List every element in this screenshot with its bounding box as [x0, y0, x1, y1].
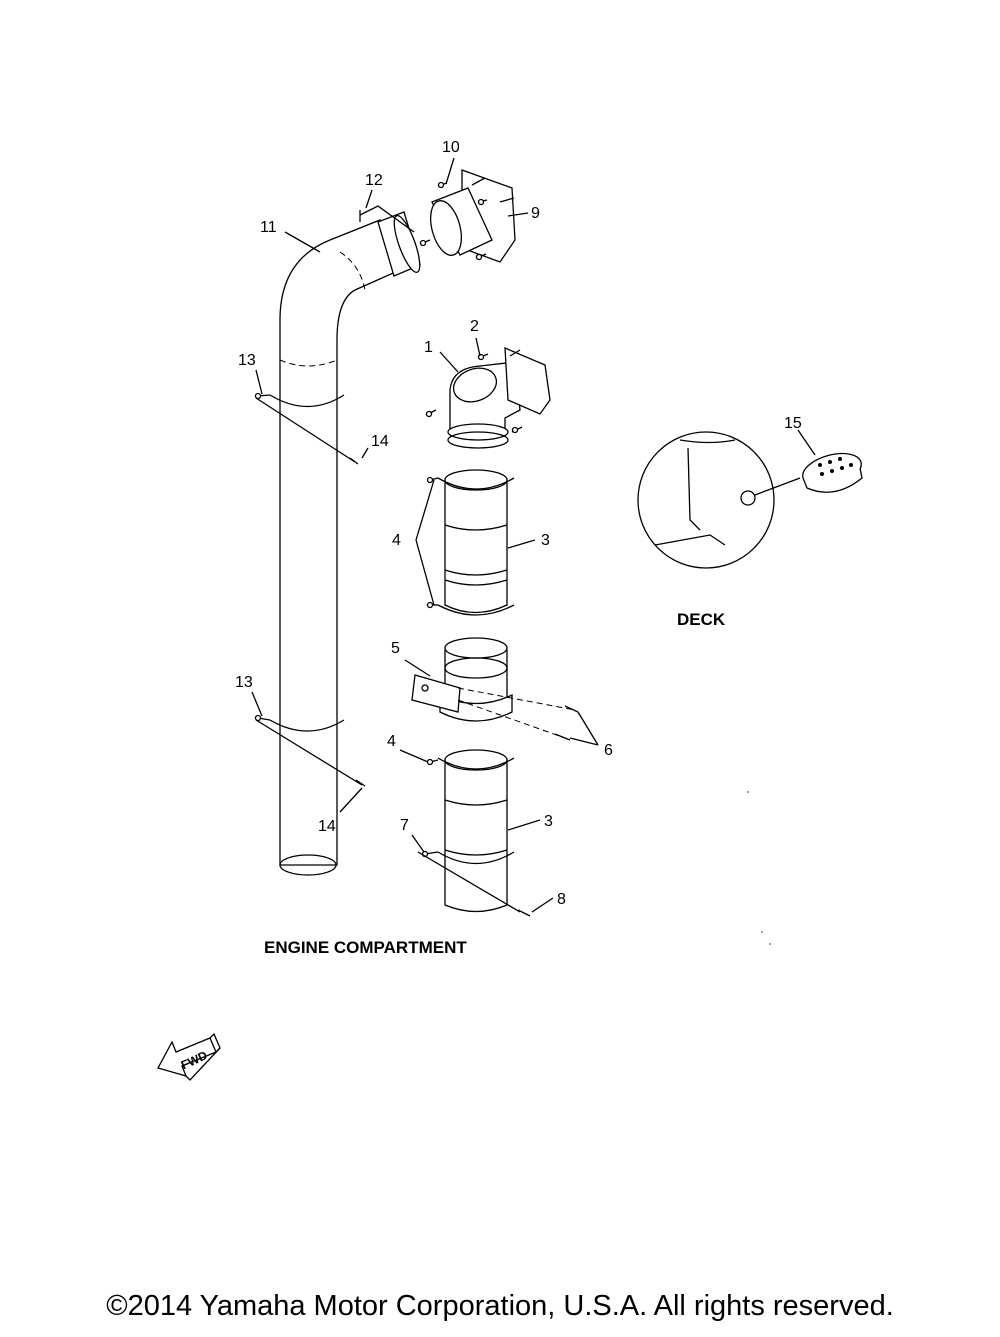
callout-13-lower: 13: [235, 674, 253, 691]
elbow-fitting-1: [447, 346, 551, 449]
deck-caption: DECK: [677, 610, 726, 629]
scan-specks: [747, 791, 771, 945]
callout-4-lower: 4: [387, 733, 396, 750]
screws-10: [419, 181, 488, 261]
vent-cap-15: [802, 452, 863, 493]
callout-3-upper: 3: [541, 532, 550, 549]
callout-10: 10: [442, 139, 460, 156]
callout-1: 1: [424, 339, 433, 356]
callout-14-upper: 14: [371, 433, 389, 450]
callout-5: 5: [391, 640, 400, 657]
hose-clamp-4-lower: [426, 757, 515, 770]
callout-4-upper: 4: [392, 532, 401, 549]
bracket-fitting-5: [411, 637, 513, 722]
callout-9: 9: [531, 205, 540, 222]
flange-fitting-9: [430, 169, 516, 263]
callout-8: 8: [557, 891, 566, 908]
screws-2: [425, 353, 523, 434]
deck-detail-circle: [637, 431, 801, 569]
callout-13-upper: 13: [238, 352, 256, 369]
fwd-arrow-icon: FWD: [157, 1032, 221, 1081]
hose-3-lower: [444, 749, 508, 913]
callout-14-lower: 14: [318, 818, 336, 835]
callout-7: 7: [400, 817, 409, 834]
callout-2: 2: [470, 318, 479, 335]
engine-compartment-caption: ENGINE COMPARTMENT: [264, 938, 467, 957]
bolts-6: [457, 687, 579, 741]
long-elbow-pipe: [279, 211, 421, 876]
callout-6: 6: [604, 742, 613, 759]
callout-12: 12: [365, 172, 383, 189]
screws-14: [255, 397, 366, 787]
callout-labels: 1 2 3 3 4 4 5 6 7 8 9 10 11 12 13 13 14 …: [235, 139, 802, 908]
pipe-clamps-13: [254, 392, 345, 732]
clamp-band-12: [359, 205, 415, 233]
hose-3-upper: [444, 469, 508, 614]
callout-15: 15: [784, 415, 802, 432]
leader-lines: [251, 157, 816, 913]
screw-8: [517, 909, 531, 917]
hose-clamp-7: [417, 850, 521, 913]
hose-clamps-4-upper: [426, 476, 515, 616]
callout-11: 11: [260, 219, 277, 236]
copyright-notice: ©2014 Yamaha Motor Corporation, U.S.A. A…: [106, 1290, 894, 1322]
callout-3-lower: 3: [544, 813, 553, 830]
